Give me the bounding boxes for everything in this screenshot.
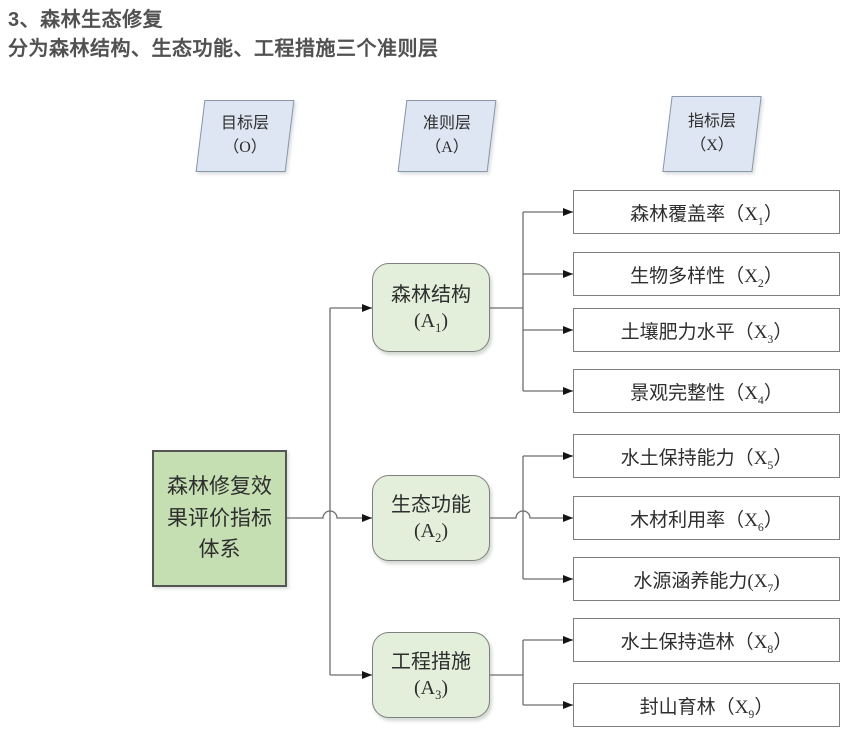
branch-x6-hop [490, 510, 573, 522]
criterion-symbol: (A1) [414, 309, 448, 335]
criterion-symbol: (A3) [414, 677, 448, 702]
criterion-label: 工程措施 [391, 651, 471, 673]
criterion-box-a1: 森林结构 (A1) [372, 263, 490, 352]
indicator-box-x1: 森林覆盖率（X1） [573, 190, 840, 234]
branch-goal-a2-hop [287, 510, 372, 522]
header-parallelogram-criteria-layer: 准则层（A） [397, 100, 497, 172]
indicator-label: 木材利用率（X6） [630, 509, 783, 534]
indicator-label: 水源涵养能力(X7) [633, 570, 780, 595]
goal-label: 森林修复效果评价指标体系 [167, 474, 272, 562]
criterion-label: 生态功能 [391, 494, 471, 516]
header-parallelogram-indicator-layer: 指标层（X） [662, 96, 762, 172]
criterion-box-a3: 工程措施 (A3) [372, 632, 490, 718]
indicator-box-x2: 生物多样性（X2） [573, 252, 840, 296]
indicator-label: 水土保持造林（X8） [620, 631, 793, 656]
indicator-box-x6: 木材利用率（X6） [573, 496, 840, 540]
header-label: 指标层（X） [687, 113, 736, 154]
page-title: 3、森林生态修复 [8, 9, 164, 31]
criterion-box-a2: 生态功能 (A2) [372, 475, 490, 561]
indicator-label: 封山育林（X9） [639, 696, 774, 721]
indicator-box-x7: 水源涵养能力(X7) [573, 557, 840, 601]
header-label: 目标层（O） [220, 115, 269, 156]
page-subtitle: 分为森林结构、生态功能、工程措施三个准则层 [8, 38, 439, 60]
criterion-symbol: (A2) [414, 520, 448, 545]
indicator-box-x5: 水土保持能力（X5） [573, 434, 840, 478]
indicator-label: 森林覆盖率（X1） [630, 203, 783, 228]
indicator-label: 景观完整性（X4） [630, 382, 783, 407]
indicator-box-x8: 水土保持造林（X8） [573, 618, 840, 662]
indicator-box-x4: 景观完整性（X4） [573, 369, 840, 413]
header-label: 准则层（A） [422, 115, 471, 156]
indicator-box-x9: 封山育林（X9） [573, 683, 840, 727]
indicator-label: 水土保持能力（X5） [620, 447, 793, 472]
header-parallelogram-goal-layer: 目标层（O） [195, 100, 295, 172]
indicator-label: 生物多样性（X2） [630, 265, 783, 290]
indicator-box-x3: 土壤肥力水平（X3） [573, 308, 840, 352]
indicator-label: 土壤肥力水平（X3） [620, 321, 793, 346]
goal-box: 森林修复效果评价指标体系 [152, 450, 287, 587]
criterion-label: 森林结构 [391, 283, 471, 306]
